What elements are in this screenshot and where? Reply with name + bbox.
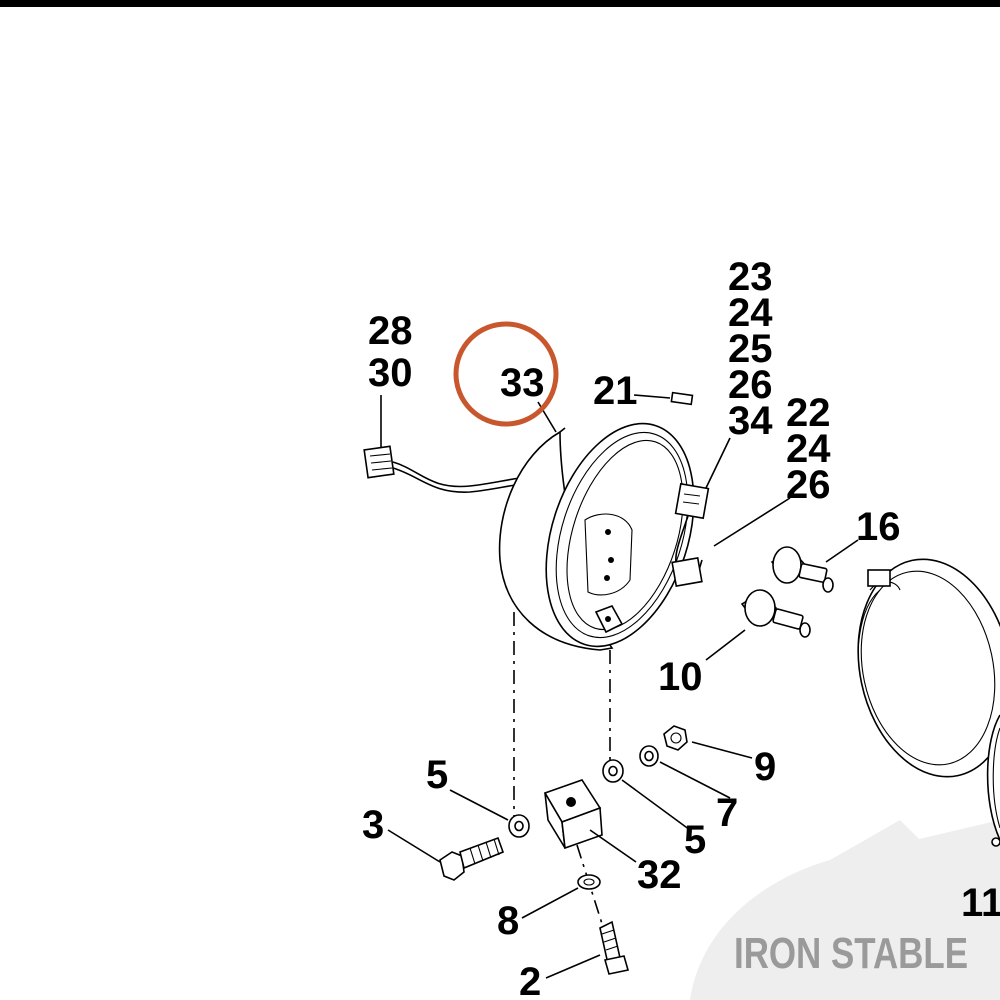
bulb-upper <box>770 546 834 593</box>
callout-21: 21 <box>593 369 638 413</box>
bolt-horizontal <box>439 836 505 881</box>
leader-lines <box>380 394 859 979</box>
callout-16: 16 <box>856 505 901 549</box>
bulb-lower <box>740 589 811 638</box>
highlight-ring <box>453 321 559 427</box>
bolt-vertical <box>599 920 630 975</box>
washer-left <box>508 814 530 838</box>
callout-24-upper: 24 <box>728 291 773 335</box>
callout-10: 10 <box>658 655 703 699</box>
callout-9: 9 <box>754 745 776 789</box>
headlight-lens <box>857 558 1000 778</box>
callout-23: 23 <box>728 255 773 299</box>
callout-3: 3 <box>362 803 384 847</box>
callout-5-right: 5 <box>684 818 706 862</box>
callout-7: 7 <box>716 791 738 835</box>
small-washer <box>577 874 601 890</box>
callout-34: 34 <box>728 399 773 443</box>
headlight-lens-2 <box>986 714 1000 847</box>
pin-part <box>670 391 694 406</box>
headlamp-housing <box>498 422 695 651</box>
callout-5-left: 5 <box>426 753 448 797</box>
callout-26-lower: 26 <box>786 463 831 507</box>
harness-connector <box>363 445 523 493</box>
callout-33: 33 <box>500 361 545 405</box>
callout-30: 30 <box>368 351 413 395</box>
callout-11: 11 <box>961 881 1000 925</box>
nut <box>663 725 688 751</box>
callout-8: 8 <box>497 899 519 943</box>
callout-26-upper: 26 <box>728 363 773 407</box>
callout-25: 25 <box>728 327 773 371</box>
callout-22: 22 <box>786 391 831 435</box>
callout-32: 32 <box>637 853 682 897</box>
top-border <box>0 0 1000 7</box>
callout-28: 28 <box>368 309 413 353</box>
bracket-block <box>543 779 603 850</box>
watermark-text: IRON STABLE <box>734 929 968 978</box>
lock-washer <box>639 745 659 767</box>
callout-2: 2 <box>519 960 541 1000</box>
socket-connector <box>671 482 710 588</box>
washer-right <box>602 759 624 783</box>
watermark-shape <box>690 820 1000 1000</box>
callout-24-lower: 24 <box>786 427 831 471</box>
